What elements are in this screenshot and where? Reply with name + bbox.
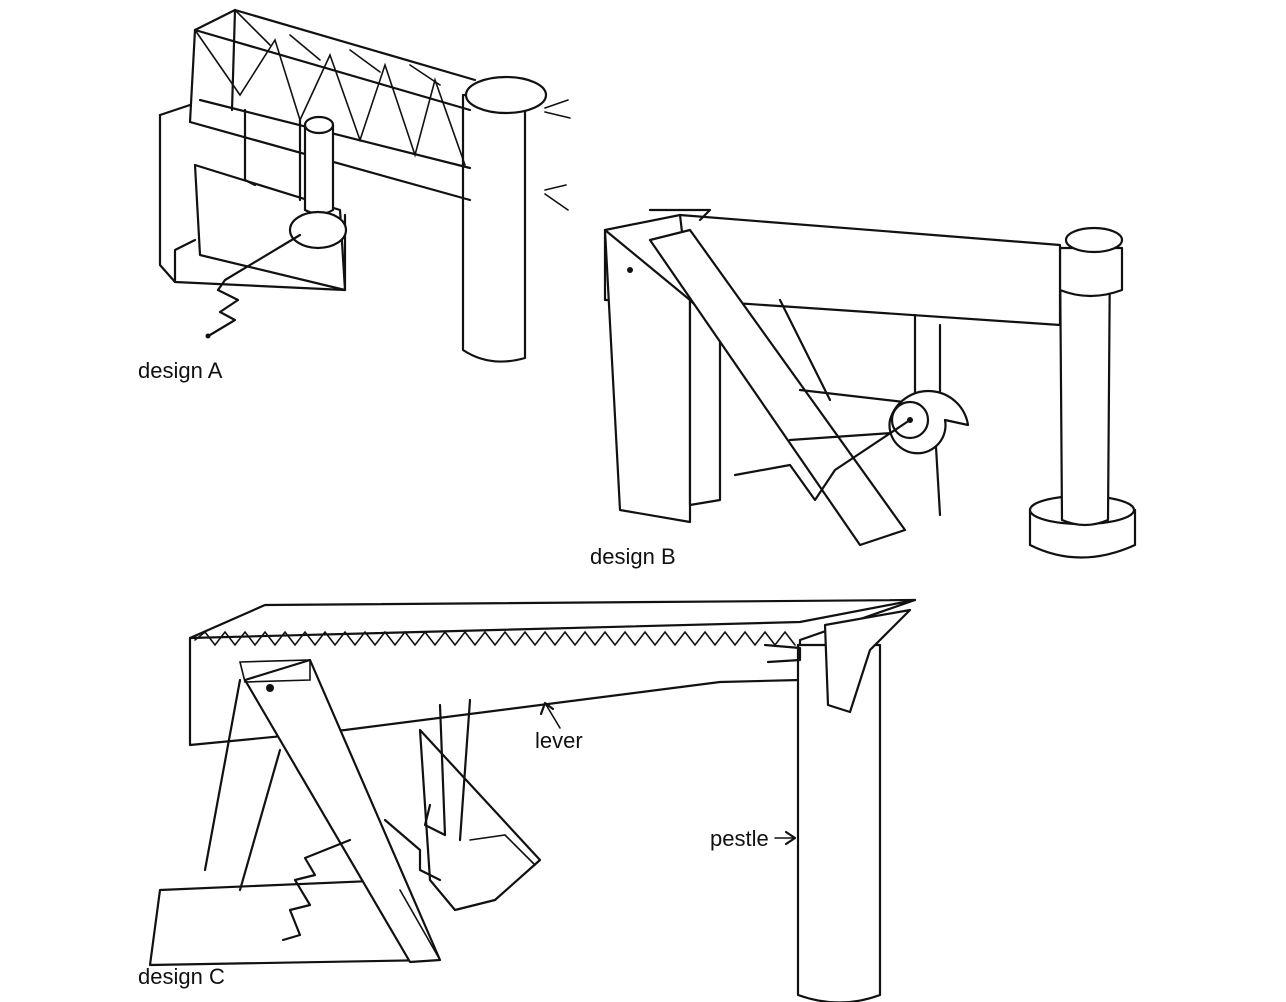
design-c-pestle bbox=[763, 608, 912, 1002]
label-lever: lever bbox=[535, 728, 583, 753]
design-a-pestle bbox=[461, 75, 571, 363]
design-b-pestle bbox=[1028, 226, 1137, 559]
label-design-b: design B bbox=[590, 544, 676, 569]
label-design-a: design A bbox=[138, 358, 223, 383]
design-c-support bbox=[148, 658, 542, 967]
design-c-cranks bbox=[281, 803, 447, 942]
design-b-drawing bbox=[603, 208, 1137, 559]
lever-arrow bbox=[539, 701, 561, 729]
design-a-frame bbox=[158, 103, 347, 292]
label-pestle: pestle bbox=[710, 826, 769, 851]
design-a-truss bbox=[188, 8, 477, 202]
design-c-drawing bbox=[148, 598, 917, 1002]
design-b-cam-crank bbox=[733, 389, 970, 502]
label-design-c: design C bbox=[138, 964, 225, 989]
design-a-cam-crank bbox=[205, 115, 348, 339]
design-a-drawing bbox=[158, 8, 571, 363]
pestle-arrow bbox=[774, 830, 797, 846]
